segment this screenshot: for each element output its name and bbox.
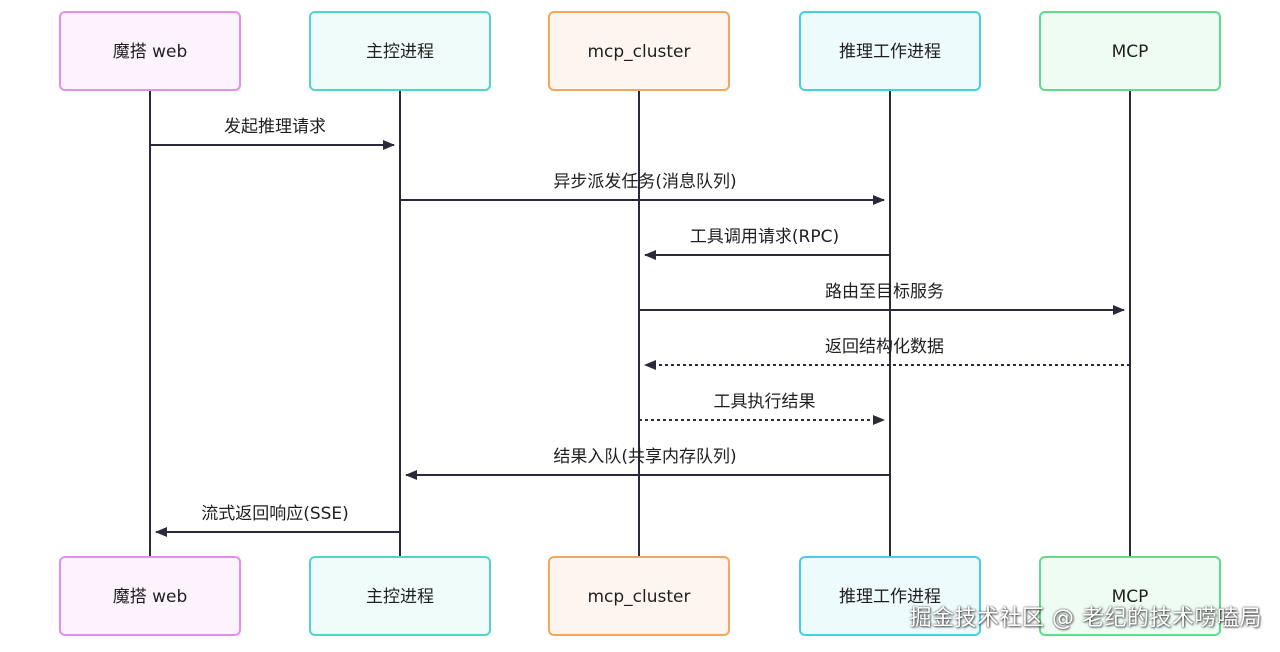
message-label: 工具执行结果 [714, 392, 816, 412]
actor-web-bottom: 魔搭 web [59, 556, 241, 636]
actor-web-top: 魔搭 web [59, 11, 241, 91]
actor-mcp-top: MCP [1039, 11, 1221, 91]
actor-mcp-bottom: MCP [1039, 556, 1221, 636]
message-4: 路由至目标服务 [639, 282, 1125, 315]
actor-cluster-bottom: mcp_cluster [548, 556, 730, 636]
message-label: 路由至目标服务 [825, 282, 944, 302]
actor-label: 魔搭 web [113, 587, 188, 607]
actor-label: mcp_cluster [587, 42, 690, 62]
message-label: 发起推理请求 [224, 117, 326, 137]
actor-main-bottom: 主控进程 [309, 556, 491, 636]
actor-cluster-top: mcp_cluster [548, 11, 730, 91]
actor-box [548, 11, 730, 91]
actor-box [309, 556, 491, 636]
actor-label: 推理工作进程 [839, 42, 941, 62]
actor-label: MCP [1112, 587, 1149, 607]
actor-label: 魔搭 web [113, 42, 188, 62]
actor-box [1039, 11, 1221, 91]
message-8: 流式返回响应(SSE) [155, 504, 400, 537]
watermark-text: 掘金技术社区 @ 老纪的技术唠嗑局 [909, 606, 1262, 631]
actor-box [59, 556, 241, 636]
actor-label: 主控进程 [366, 42, 434, 62]
actor-box [1039, 556, 1221, 636]
actor-box [309, 11, 491, 91]
actor-box [799, 556, 981, 636]
message-label: 工具调用请求(RPC) [690, 227, 839, 247]
message-label: 返回结构化数据 [825, 337, 944, 357]
message-2: 异步派发任务(消息队列) [400, 172, 885, 205]
message-label: 异步派发任务(消息队列) [553, 172, 736, 192]
message-label: 流式返回响应(SSE) [201, 504, 349, 524]
actor-main-top: 主控进程 [309, 11, 491, 91]
message-5: 返回结构化数据 [644, 337, 1130, 370]
actor-worker-top: 推理工作进程 [799, 11, 981, 91]
message-3: 工具调用请求(RPC) [644, 227, 890, 260]
actor-box [799, 11, 981, 91]
actor-label: 推理工作进程 [839, 587, 941, 607]
actor-label: mcp_cluster [587, 587, 690, 607]
actor-box [548, 556, 730, 636]
actor-label: 主控进程 [366, 587, 434, 607]
actor-worker-bottom: 推理工作进程 [799, 556, 981, 636]
message-1: 发起推理请求 [150, 117, 395, 150]
actor-label: MCP [1112, 42, 1149, 62]
message-7: 结果入队(共享内存队列) [405, 447, 890, 480]
actor-box [59, 11, 241, 91]
message-label: 结果入队(共享内存队列) [553, 447, 736, 467]
message-6: 工具执行结果 [639, 392, 885, 425]
